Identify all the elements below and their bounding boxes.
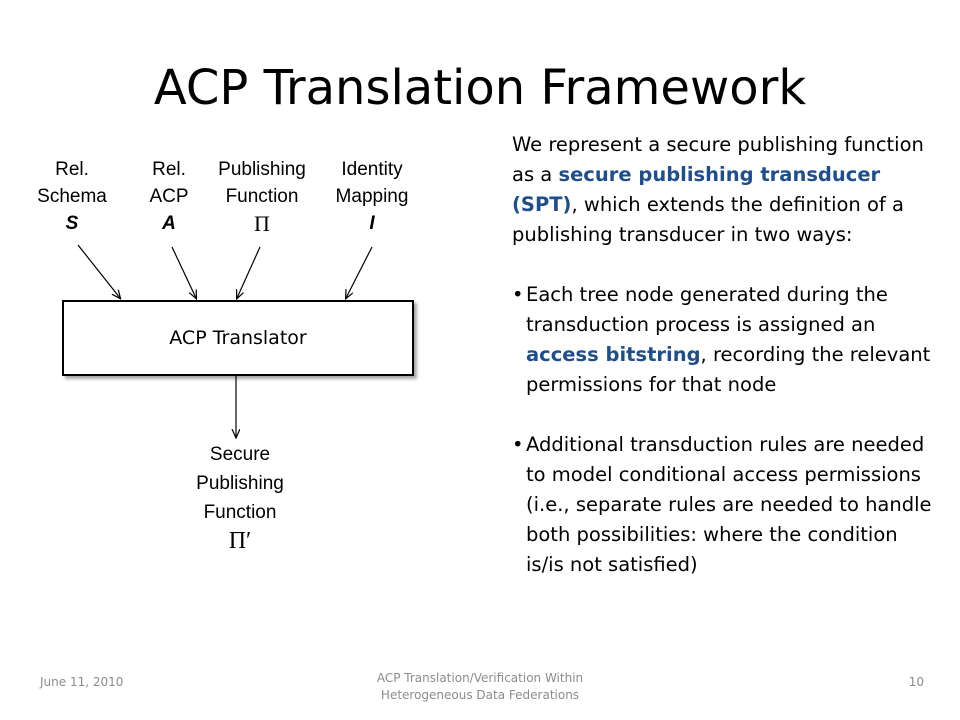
access-bitstring-term: access bitstring: [526, 343, 701, 366]
input-line1: Identity: [341, 159, 403, 180]
input-identity-mapping: Identity Mapping I: [322, 156, 422, 237]
output-symbol: Π′: [228, 528, 252, 554]
intro-paragraph: We represent a secure publishing functio…: [512, 130, 932, 250]
footer-date: June 11, 2010: [40, 675, 124, 689]
arrow-schema: [77, 244, 120, 298]
spt-term: secure publishing transducer (SPT): [512, 163, 881, 216]
bullet1-text: Each tree node generated during the tran…: [526, 283, 888, 336]
input-line2: ACP: [149, 186, 189, 207]
input-relational-acp: Rel. ACP A: [124, 156, 214, 237]
bullet2-text: Additional transduction rules are needed…: [526, 433, 932, 576]
slide-title: ACP Translation Framework: [153, 60, 807, 116]
footer-title: ACP Translation/Verification Within Hete…: [376, 671, 584, 702]
arrow-acp: [171, 246, 196, 298]
translator-label: ACP Translator: [169, 327, 307, 349]
input-line2: Function: [225, 186, 299, 207]
bullet-marker: •: [512, 283, 524, 306]
input-relational-schema: Rel. Schema S: [22, 156, 122, 237]
acp-translator-box: ACP Translator: [62, 300, 414, 376]
bullet-transduction-rules: • Additional transduction rules are need…: [512, 430, 932, 580]
output-line1: Secure: [209, 444, 271, 465]
bullet1-text-end: , recording the relevant permissions for…: [526, 343, 931, 396]
body-text: We represent a secure publishing functio…: [512, 130, 932, 580]
bullet-marker: •: [512, 433, 524, 456]
intro-text-end: , which extends the definition of a publ…: [512, 193, 904, 246]
input-symbol: Π: [254, 211, 270, 236]
input-line1: Publishing: [218, 159, 306, 180]
input-symbol: I: [369, 213, 375, 234]
input-line2: Mapping: [335, 186, 409, 207]
input-line1: Rel.: [55, 159, 89, 180]
input-symbol: S: [65, 213, 79, 234]
input-line2: Schema: [37, 186, 107, 207]
arrow-identity: [346, 246, 373, 298]
footer-page-number: 10: [908, 675, 924, 689]
input-symbol: A: [162, 213, 176, 234]
arrow-publishing: [237, 246, 261, 298]
output-line3: Function: [203, 502, 277, 523]
output-secure-publishing-function: Secure Publishing Function Π′: [150, 440, 330, 556]
input-line1: Rel.: [152, 159, 186, 180]
input-publishing-function: Publishing Function Π: [204, 156, 320, 237]
intro-text: We represent a secure publishing functio…: [512, 133, 924, 186]
output-line2: Publishing: [196, 473, 284, 494]
bullet-access-bitstring: • Each tree node generated during the tr…: [512, 280, 932, 400]
